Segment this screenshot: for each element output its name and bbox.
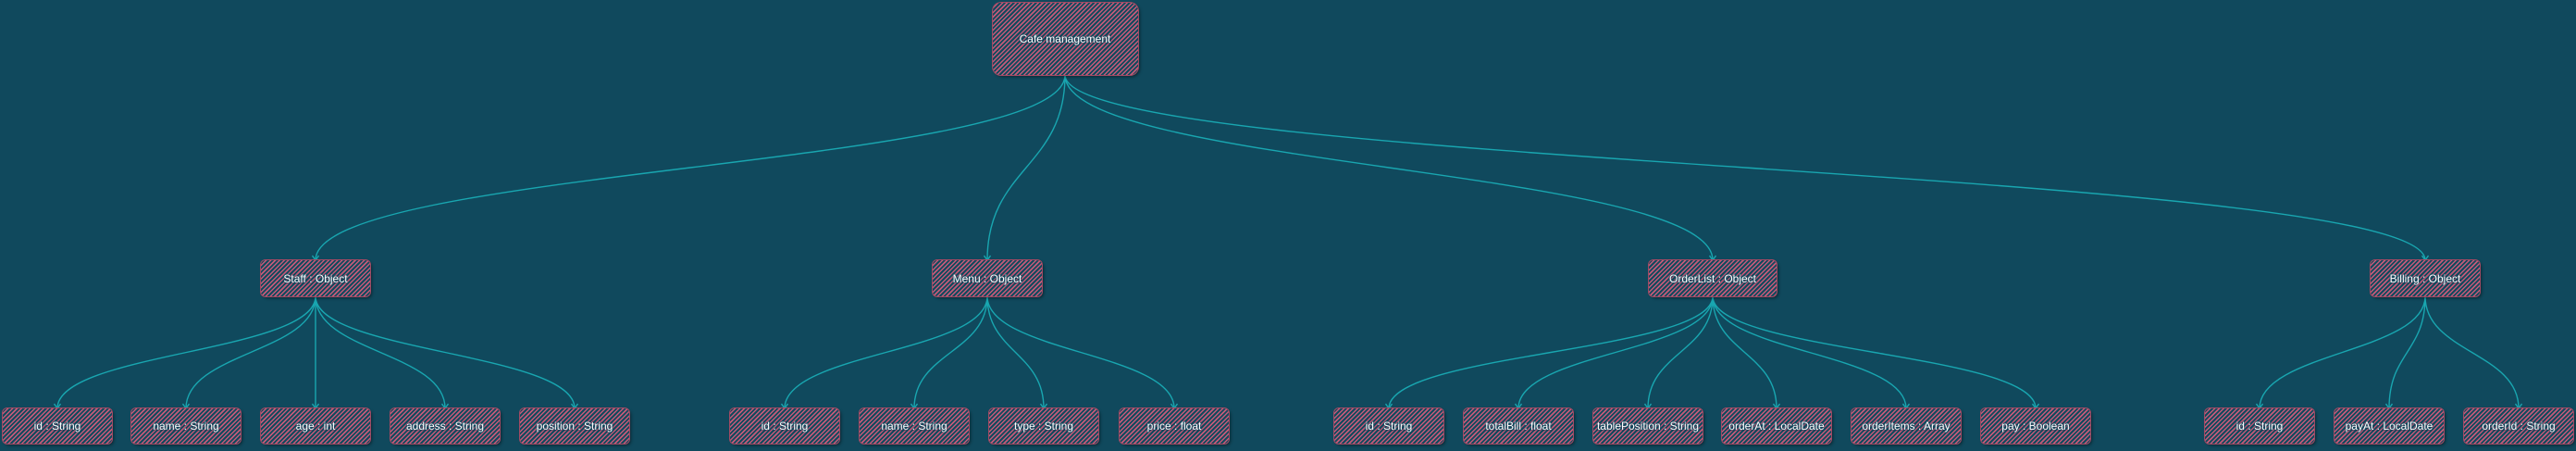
field-node-staff-position[interactable]: position : String [520, 408, 629, 444]
field-node-staff-address[interactable]: address : String [390, 408, 500, 444]
field-node-menu-price-label: price : float [1146, 420, 1202, 432]
field-node-menu-name[interactable]: name : String [860, 408, 969, 444]
field-node-menu-name-label: name : String [881, 420, 947, 432]
field-node-staff-age-label: age : int [295, 420, 336, 432]
group-node-order-list[interactable]: OrderList : Object [1649, 260, 1777, 296]
field-node-menu-type[interactable]: type : String [989, 408, 1098, 444]
edge-root-to-staff [315, 74, 1066, 261]
group-node-order-list-label: OrderList : Object [1668, 271, 1757, 285]
field-node-billing-id[interactable]: id : String [2205, 408, 2314, 444]
field-node-staff-address-label: address : String [405, 420, 485, 432]
edge-staff-to-id [56, 295, 316, 409]
field-node-order-list-order-at-label: orderAt : LocalDate [1728, 420, 1825, 432]
field-node-menu-id-label: id : String [761, 420, 809, 432]
edge-order-list-to-pay [1712, 295, 2037, 409]
field-node-staff-age[interactable]: age : int [261, 408, 370, 444]
field-node-staff-name[interactable]: name : String [131, 408, 241, 444]
field-node-staff-id-label: id : String [33, 420, 81, 432]
field-node-staff-id[interactable]: id : String [3, 408, 112, 444]
field-node-menu-id[interactable]: id : String [730, 408, 839, 444]
field-node-menu-price[interactable]: price : float [1120, 408, 1229, 444]
field-node-billing-id-label: id : String [2235, 420, 2284, 432]
group-node-billing-label: Billing : Object [2389, 271, 2461, 285]
field-node-order-list-order-items-label: orderItems : Array [1862, 420, 1951, 432]
field-node-order-list-id[interactable]: id : String [1334, 408, 1443, 444]
edge-order-list-to-id [1388, 295, 1714, 409]
field-node-billing-pay-at[interactable]: payAt : LocalDate [2334, 408, 2444, 444]
edge-order-list-to-table-position [1647, 295, 1714, 409]
field-node-billing-order-id[interactable]: orderId : String [2464, 408, 2573, 444]
field-node-order-list-total-bill[interactable]: totalBill : float [1464, 408, 1573, 444]
root-node-cafe-management[interactable]: Cafe management [992, 3, 1138, 75]
edge-menu-to-type [986, 295, 1045, 409]
field-node-staff-position-label: position : String [536, 420, 613, 432]
edge-menu-to-id [784, 295, 988, 409]
edge-staff-to-address [315, 295, 446, 409]
field-node-menu-type-label: type : String [1013, 420, 1074, 432]
edge-billing-to-id [2259, 295, 2426, 409]
edge-order-list-to-total-bill [1517, 295, 1714, 409]
edge-staff-to-name [185, 295, 316, 409]
edge-menu-to-price [986, 295, 1175, 409]
field-node-billing-order-id-label: orderId : String [2482, 420, 2556, 432]
field-node-order-list-total-bill-label: totalBill : float [1485, 420, 1552, 432]
group-node-billing[interactable]: Billing : Object [2371, 260, 2480, 296]
edge-order-list-to-order-at [1712, 295, 1777, 409]
edge-billing-to-order-id [2424, 295, 2520, 409]
edge-staff-to-position [315, 295, 576, 409]
field-node-order-list-order-items[interactable]: orderItems : Array [1852, 408, 1961, 444]
field-node-staff-name-label: name : String [153, 420, 219, 432]
field-node-order-list-order-at[interactable]: orderAt : LocalDate [1722, 408, 1831, 444]
field-node-order-list-pay[interactable]: pay : Boolean [1981, 408, 2090, 444]
edge-root-to-menu [986, 74, 1066, 261]
group-node-staff-label: Staff : Object [283, 271, 348, 285]
group-node-menu-label: Menu : Object [952, 271, 1022, 285]
edge-order-list-to-order-items [1712, 295, 1907, 409]
root-node-cafe-management-label: Cafe management [1019, 32, 1111, 45]
field-node-billing-pay-at-label: payAt : LocalDate [2345, 420, 2434, 432]
group-node-menu[interactable]: Menu : Object [933, 260, 1042, 296]
edge-root-to-billing [1064, 74, 2426, 261]
edge-menu-to-name [913, 295, 988, 409]
field-node-order-list-pay-label: pay : Boolean [2001, 420, 2070, 432]
field-node-order-list-table-position-label: tablePosition : String [1596, 420, 1700, 432]
field-node-order-list-table-position[interactable]: tablePosition : String [1593, 408, 1703, 444]
field-node-order-list-id-label: id : String [1365, 420, 1413, 432]
edge-root-to-order-list [1064, 74, 1714, 261]
group-node-staff[interactable]: Staff : Object [261, 260, 370, 296]
edge-billing-to-pay-at [2388, 295, 2426, 409]
